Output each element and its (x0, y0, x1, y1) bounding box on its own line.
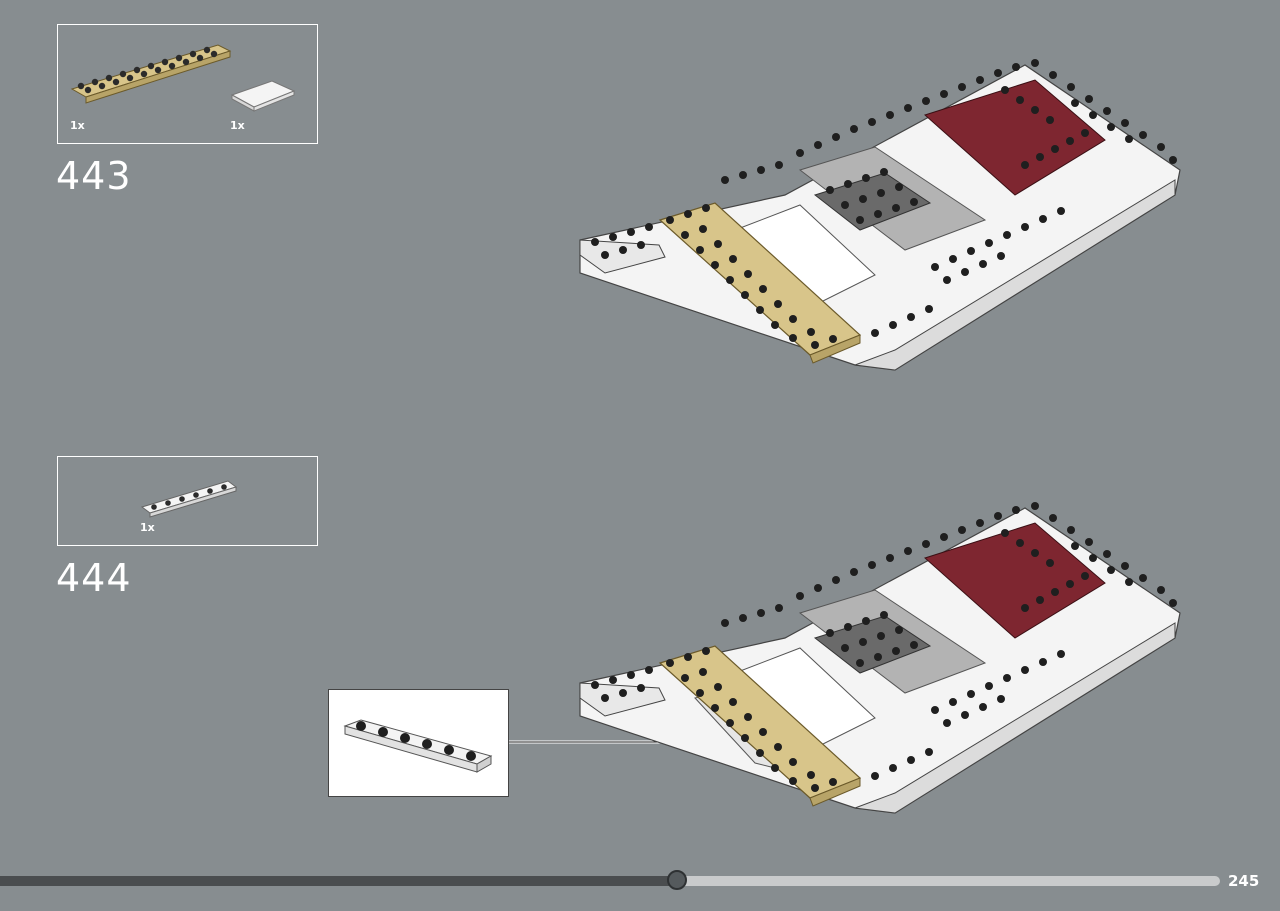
white-tile-icon (230, 80, 296, 112)
part-qty: 1x (140, 521, 155, 534)
white-plate-icon (140, 480, 238, 518)
tan-plate-icon (70, 44, 232, 104)
progress-handle[interactable] (667, 870, 687, 890)
part-qty: 1x (230, 119, 245, 132)
parts-list-step-443: 1x 1x (57, 24, 318, 144)
parts-list-step-444: 1x (57, 456, 318, 546)
build-model-step-443 (579, 59, 1181, 371)
step-number-444: 444 (56, 556, 132, 600)
part-qty: 1x (70, 119, 85, 132)
build-model-step-444 (579, 502, 1181, 814)
step-number-443: 443 (56, 154, 132, 198)
instruction-progress-bar[interactable] (0, 870, 1222, 892)
progress-fill (0, 876, 677, 886)
page-number: 245 (1228, 872, 1260, 890)
white-plate-callout-icon (343, 719, 493, 773)
sub-assembly-callout (328, 689, 509, 797)
